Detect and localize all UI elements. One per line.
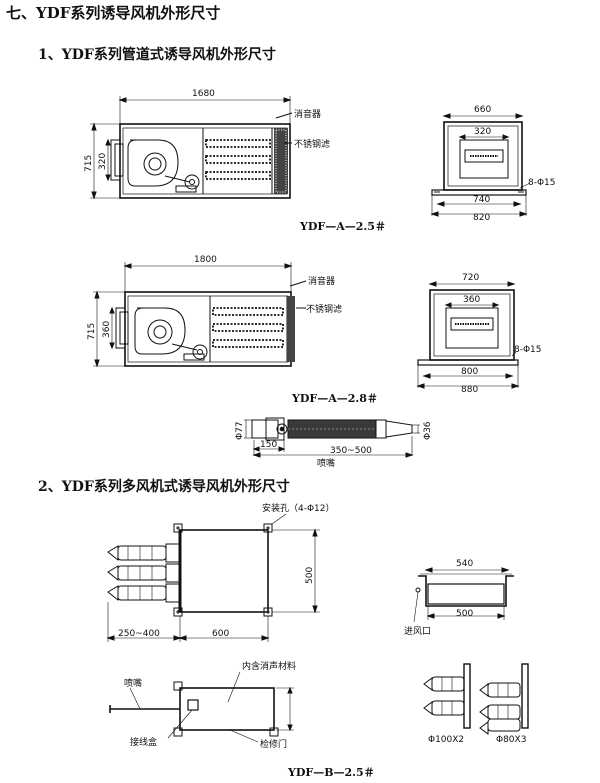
section2-heading: 2、YDF系列多风机式诱导风机外形尺寸 [38, 479, 290, 495]
nozzle-len-b-label: 350~500 [330, 446, 372, 456]
b25-junction-box-label: 接线盒 [130, 736, 157, 748]
nozzle-name-label: 喷嘴 [317, 458, 335, 469]
a28-base-outer-label: 880 [461, 385, 478, 395]
nozzle-option-100x2 [423, 663, 471, 729]
b25-width-label: 600 [212, 629, 229, 639]
a28-muffler-label: 消音器 [308, 275, 335, 287]
b25-inner-material-label: 内含消声材料 [242, 660, 296, 672]
a28-front-width-label: 720 [462, 273, 479, 283]
nozzle-drawing [244, 417, 420, 458]
a25-holes-label: 8-Φ15 [528, 178, 556, 188]
nozzle-option-80x3 [479, 663, 529, 735]
a25-front-width-label: 660 [474, 105, 491, 115]
a25-height-label: 715 [84, 155, 94, 172]
a28-base-inner-label: 800 [461, 367, 478, 377]
a25-inner-height-label: 320 [98, 153, 108, 170]
b25-bottom-width-label: 500 [456, 609, 473, 619]
a28-front-view [416, 281, 520, 389]
b25-side-view [109, 671, 294, 743]
a25-front-inner-label: 320 [474, 127, 491, 137]
a28-filter-label: 不锈钢滤 [306, 303, 342, 315]
a25-side-view [90, 96, 293, 200]
section1-heading: 1、YDF系列管道式诱导风机外形尺寸 [38, 47, 276, 63]
a25-filter-label: 不锈钢滤 [294, 138, 330, 150]
nozzle-option-80x3-label: Φ80X3 [496, 735, 526, 745]
b25-nozzle-len-label: 250~400 [118, 629, 160, 639]
a25-front-view [430, 113, 531, 217]
b25-height-label: 500 [305, 567, 315, 584]
a25-base-outer-label: 820 [473, 213, 490, 223]
b25-access-door-label: 检修门 [260, 738, 287, 750]
nozzle-len-a-label: 150 [260, 440, 277, 450]
a25-length-label: 1680 [192, 89, 215, 99]
a25-muffler-label: 消音器 [294, 108, 321, 120]
a28-height-label: 715 [87, 323, 97, 340]
model-caption-b25: YDF—B—2.5＃ [288, 766, 375, 779]
a25-base-inner-label: 740 [473, 195, 490, 205]
a28-holes-label: 8-Φ15 [514, 345, 542, 355]
model-caption-a28: YDF—A—2.8＃ [292, 392, 378, 405]
b25-plan-view [106, 513, 320, 642]
a28-side-view [93, 262, 307, 368]
b25-nozzle-label: 喷嘴 [124, 678, 142, 689]
a28-length-label: 1800 [194, 255, 217, 265]
model-caption-a25: YDF—A—2.5＃ [300, 220, 386, 233]
nozzle-option-100x2-label: Φ100X2 [428, 735, 464, 745]
a28-front-inner-label: 360 [463, 295, 480, 305]
b25-mount-holes-label: 安装孔（4-Φ12） [262, 502, 335, 514]
b25-inlet-view [413, 567, 514, 623]
nozzle-dia-left-label: Φ77 [235, 421, 245, 440]
b25-top-width-label: 540 [456, 559, 473, 569]
main-heading: 七、YDF系列诱导风机外形尺寸 [6, 4, 221, 22]
b25-inlet-label: 进风口 [404, 626, 431, 637]
nozzle-dia-right-label: Φ36 [423, 421, 433, 440]
a28-inner-height-label: 360 [102, 321, 112, 338]
